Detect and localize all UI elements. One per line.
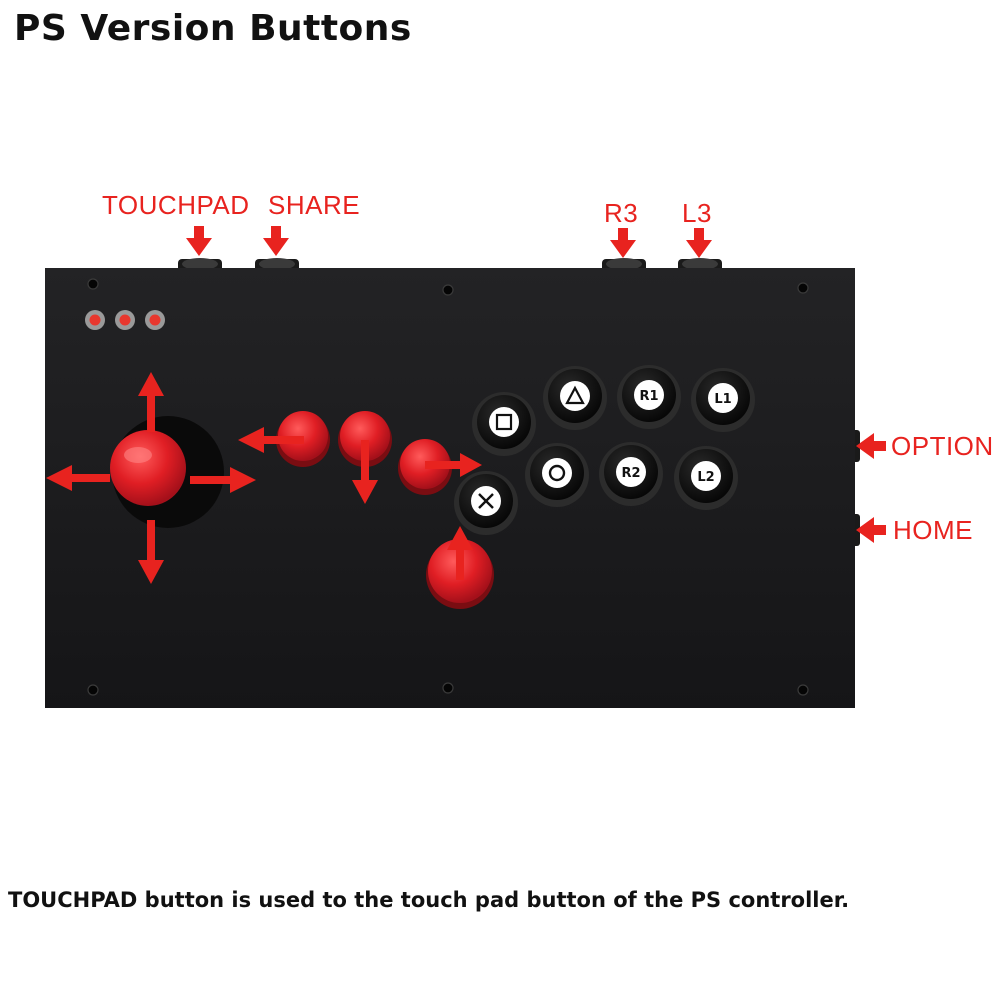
l3-label: L3 [682, 198, 712, 228]
l2-label: L2 [697, 470, 714, 485]
page-title: PS Version Buttons [14, 8, 412, 49]
r3-label: R3 [604, 198, 639, 228]
arrow-down-icon [263, 226, 289, 256]
arrow-down-icon [686, 228, 712, 258]
square-button[interactable] [472, 392, 536, 456]
l2-button[interactable]: L2 [674, 446, 738, 510]
circle-button[interactable] [525, 443, 589, 507]
arrow-down-icon [610, 228, 636, 258]
arrow-right-icon [425, 453, 482, 477]
arrow-right-icon [190, 467, 256, 493]
mode-indicator-buttons[interactable] [85, 310, 165, 330]
share-label: SHARE [268, 190, 361, 220]
footer-caption: TOUCHPAD button is used to the touch pad… [8, 888, 850, 912]
arrow-down-icon [186, 226, 212, 256]
r1-label: R1 [639, 389, 658, 404]
option-label: OPTION [891, 431, 994, 461]
arrow-left-icon [856, 517, 886, 543]
arrow-left-icon [46, 465, 110, 491]
arrow-down-icon [352, 440, 378, 504]
arrow-down-icon [138, 520, 164, 584]
r2-button[interactable]: R2 [599, 442, 663, 506]
r2-label: R2 [621, 466, 640, 481]
arrow-up-icon [447, 526, 473, 580]
arrow-left-icon [856, 433, 886, 459]
arrow-left-icon [238, 427, 304, 453]
r1-button[interactable]: R1 [617, 365, 681, 429]
triangle-button[interactable] [543, 366, 607, 430]
cross-button[interactable] [454, 471, 518, 535]
l1-label: L1 [714, 392, 731, 407]
screw-icons [87, 278, 809, 696]
arrow-up-icon [138, 372, 164, 432]
l1-button[interactable]: L1 [691, 368, 755, 432]
joystick[interactable] [110, 416, 224, 528]
touchpad-label: TOUCHPAD [102, 190, 250, 220]
home-label: HOME [893, 515, 973, 545]
